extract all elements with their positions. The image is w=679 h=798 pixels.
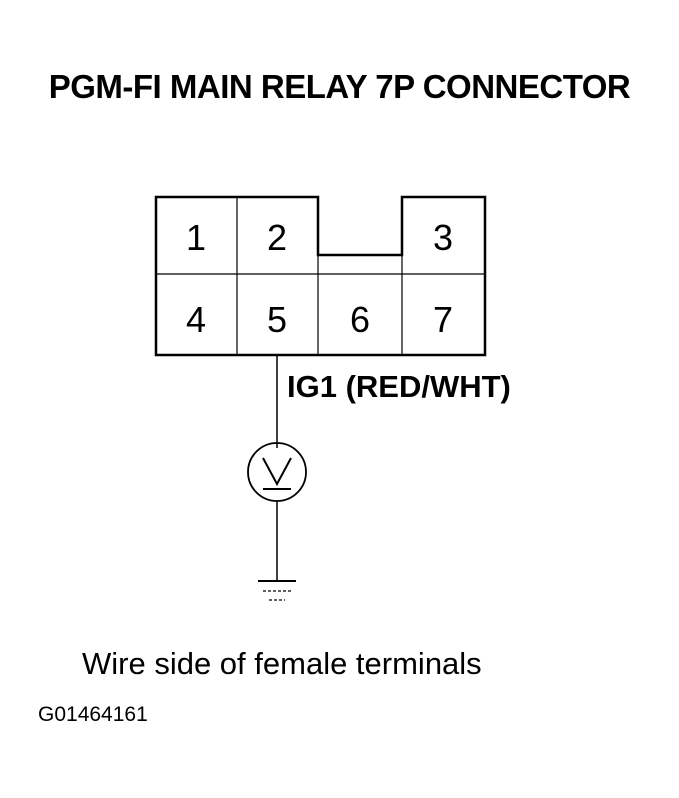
diagram-caption: Wire side of female terminals [82,646,482,681]
pin-3-label: 3 [433,217,453,258]
pin-7-label: 7 [433,299,453,340]
wire-label: IG1 (RED/WHT) [287,369,511,404]
ground-icon [258,580,296,601]
pin-5-label: 5 [267,299,287,340]
pin-6-label: 6 [350,299,370,340]
pin-4-label: 4 [186,299,206,340]
pin-1-label: 1 [186,217,206,258]
pin-2-label: 2 [267,217,287,258]
diagram-title: PGM-FI MAIN RELAY 7P CONNECTOR [48,68,631,105]
figure-code: G01464161 [38,703,148,726]
voltmeter-icon [247,442,307,502]
connector-outline [154,195,487,357]
